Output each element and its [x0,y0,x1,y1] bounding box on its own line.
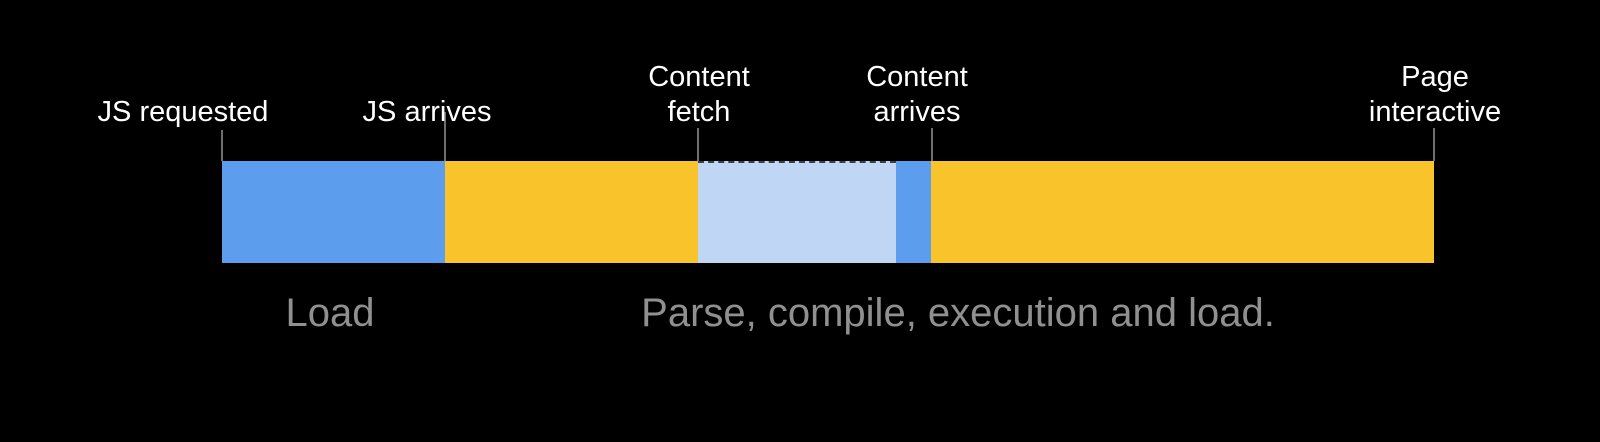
segment-content-fetch [698,161,896,263]
content-arrives-tick [931,128,933,161]
page-interactive-label: Page interactive [1368,61,1502,128]
content-fetch-label: Content fetch [648,61,750,128]
segment-content-arrival [896,161,931,263]
caption-parse: Parse, compile, execution and load. [641,291,1275,335]
js-requested-label: JS requested [97,96,269,128]
content-arrives-label: Content arrives [866,61,968,128]
segment-js-download [222,161,445,263]
content-fetch-tick [697,128,699,161]
js-arrives-label: JS arrives [362,96,492,128]
js-arrives-tick [444,112,446,161]
js-requested-tick [221,130,223,161]
segment-parse-compile-a [445,161,698,263]
segment-parse-compile-b [931,161,1434,263]
page-interactive-tick [1433,128,1435,161]
caption-load: Load [285,291,375,335]
